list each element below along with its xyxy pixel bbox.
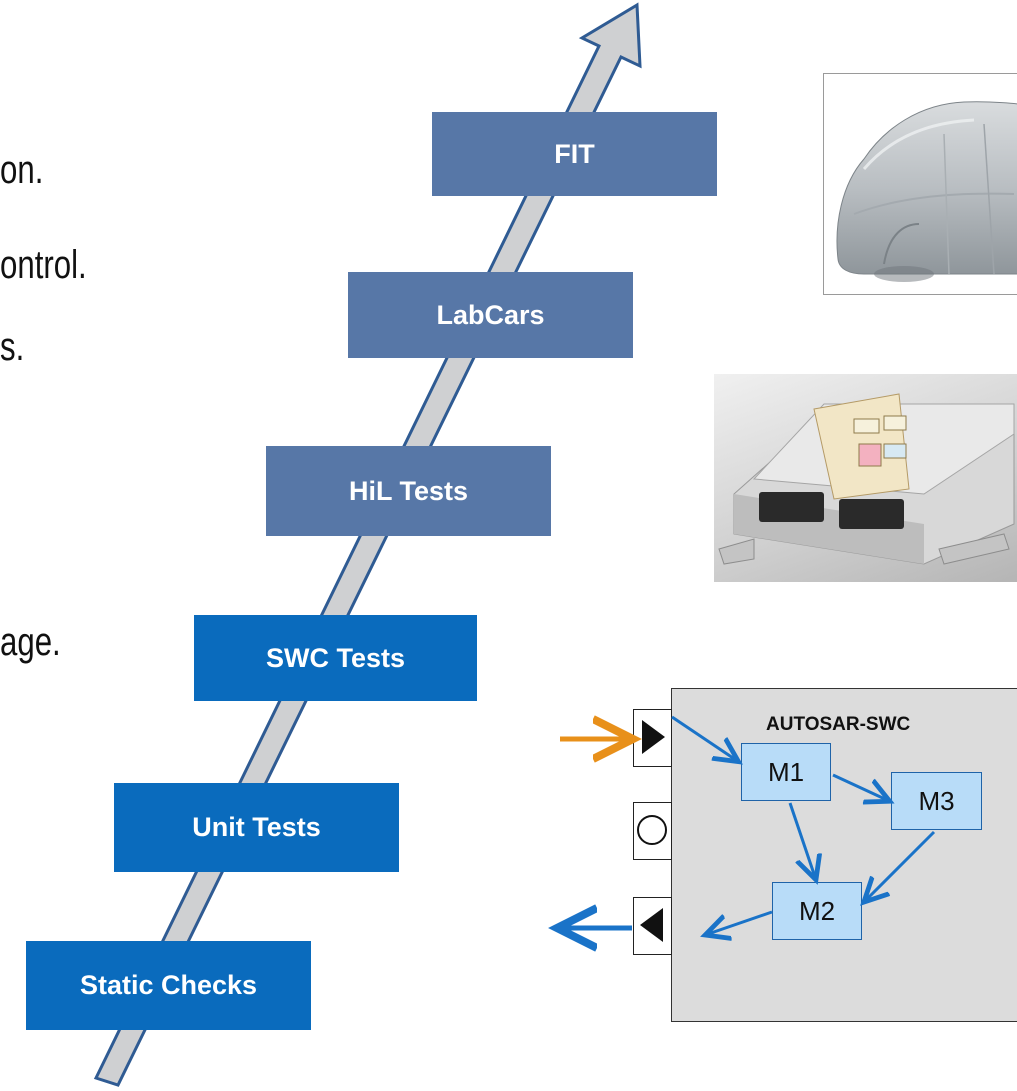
module-m3: M3	[891, 772, 982, 830]
stage-swc-tests-label: SWC Tests	[265, 642, 406, 673]
output-port	[633, 897, 672, 955]
stage-unit-tests-label: Unit Tests	[192, 812, 321, 842]
stage-labcars-label: LabCars	[436, 299, 545, 330]
stage-hil-tests-label: HiL Tests	[348, 475, 469, 506]
module-m1-label: M1	[767, 756, 805, 787]
service-port	[633, 802, 672, 860]
stage-fit: FIT	[432, 112, 717, 196]
module-m3-label: M3	[918, 785, 955, 816]
module-m2-label: M2	[798, 895, 836, 926]
stage-labcars: LabCars	[348, 272, 633, 358]
car-under-cover-icon	[823, 73, 1017, 295]
bullet-text-2: ontrol.	[0, 243, 87, 287]
ecu-hardware-icon	[714, 374, 1017, 582]
swc-diagram	[671, 688, 1017, 1022]
bullet-text-1: on.	[0, 148, 44, 192]
stage-swc-tests: SWC Tests	[194, 615, 477, 701]
input-port	[633, 709, 672, 767]
stage-fit-label: FIT	[554, 138, 595, 169]
bullet-text-4: age.	[0, 620, 61, 664]
stage-static-checks-label: Static Checks	[79, 970, 258, 1000]
stage-unit-tests: Unit Tests	[114, 783, 399, 872]
module-m2: M2	[772, 882, 862, 940]
stage-static-checks: Static Checks	[26, 941, 311, 1030]
swc-title: AUTOSAR-SWC	[766, 714, 911, 735]
stage-hil-tests: HiL Tests	[266, 446, 551, 536]
module-m1: M1	[741, 743, 831, 801]
bullet-text-3: s.	[0, 325, 25, 369]
